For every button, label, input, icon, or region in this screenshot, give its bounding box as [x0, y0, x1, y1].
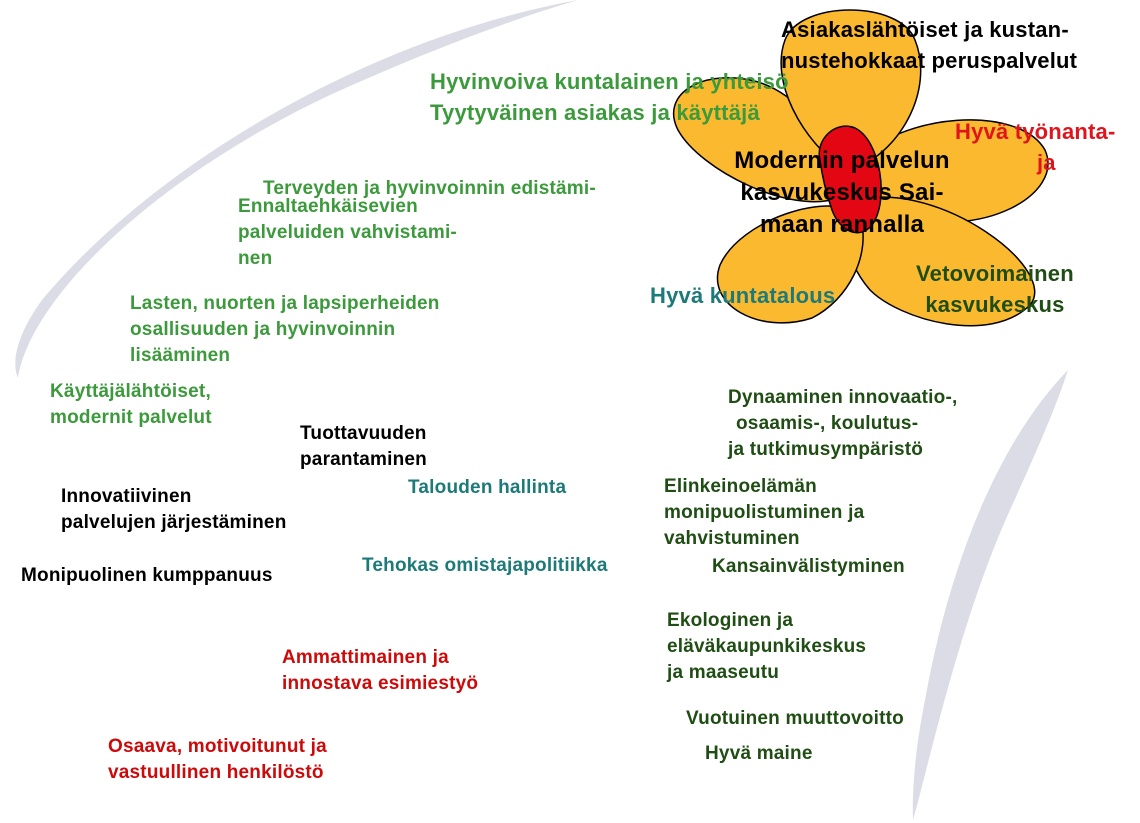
bottom-right-petal-line-1: Vetovoimainen — [916, 261, 1074, 286]
left-petal-text: Hyvä kuntatalous — [650, 283, 836, 308]
goal-line: Dynaaminen innovaatio-, — [728, 387, 958, 408]
goal-financial-management: Talouden hallinta — [408, 477, 567, 498]
bottom-right-petal-text: Vetovoimainen kasvukeskus — [916, 258, 1074, 320]
goal-line: Ekologinen ja — [667, 610, 794, 631]
right-petal-text: Hyvä työnanta- ja — [955, 116, 1116, 178]
right-petal-line-1: Hyvä työnanta- — [955, 119, 1116, 144]
goal-line: Vuotuinen muuttovoitto — [686, 708, 904, 729]
goal-health-promotion: Terveyden ja hyvinvoinnin edistämi- — [263, 176, 596, 202]
center-title-line-1: Modernin palvelun — [734, 147, 950, 174]
flower-center-title: Modernin palvelun kasvukeskus Sai- maan … — [712, 145, 972, 241]
goal-line: vastuullinen henkilöstö — [108, 762, 324, 783]
goal-line: osallisuuden ja hyvinvoinnin — [130, 319, 396, 340]
goal-internationalisation: Kansainvälistyminen — [712, 554, 905, 580]
goal-line: Kansainvälistyminen — [712, 556, 905, 577]
customer-goals-heading: Hyvinvoiva kuntalainen ja yhteisö Tyytyv… — [430, 66, 789, 128]
goal-line: palvelujen järjestäminen — [61, 512, 287, 533]
goal-line: eläväkaupunkikeskus — [667, 636, 867, 657]
goal-migration-gain: Vuotuinen muuttovoitto — [686, 706, 904, 732]
goal-leadership: Ammattimainen ja innostava esimiestyö — [282, 645, 478, 697]
goal-line: Innovatiivinen — [61, 486, 192, 507]
goal-line: ja tutkimusympäristö — [728, 439, 924, 460]
goal-line: Monipuolinen kumppanuus — [21, 565, 273, 586]
goal-line: modernit palvelut — [50, 407, 212, 428]
goal-line: Ammattimainen ja — [282, 647, 449, 668]
goal-business-diversification: Elinkeinoelämän monipuolistuminen ja vah… — [664, 474, 864, 552]
top-petal-line-2: nustehokkaat peruspalvelut — [781, 48, 1078, 73]
goal-line: Elinkeinoelämän — [664, 476, 817, 497]
goal-line: Ennaltaehkäisevien — [238, 196, 418, 217]
goal-line: lisääminen — [130, 345, 231, 366]
center-title-line-2: kasvukeskus Sai- — [740, 179, 944, 206]
flower-center — [818, 125, 882, 234]
customer-heading-line-1: Hyvinvoiva kuntalainen ja yhteisö — [430, 69, 789, 94]
goal-good-reputation: Hyvä maine — [705, 741, 813, 767]
goal-user-oriented-services: Käyttäjälähtöiset, modernit palvelut — [50, 379, 212, 431]
goal-line: Käyttäjälähtöiset, — [50, 381, 211, 402]
goal-line: ja maaseutu — [667, 662, 780, 683]
goal-line: Hyvä maine — [705, 743, 813, 764]
goal-innovation-environment: Dynaaminen innovaatio-, osaamis-, koulut… — [728, 385, 957, 463]
bottom-right-petal-line-2: kasvukeskus — [925, 292, 1065, 317]
goal-preventive-services: Ennaltaehkäisevien palveluiden vahvistam… — [238, 194, 457, 272]
petal-top — [780, 9, 922, 173]
top-petal-text: Asiakaslähtöiset ja kustan- nustehokkaat… — [781, 14, 1077, 76]
goal-line: Osaava, motivoitunut ja — [108, 736, 327, 757]
goal-line: Tuottavuuden — [300, 423, 427, 444]
goal-ownership-policy: Tehokas omistajapolitiikka — [362, 555, 608, 576]
goal-line: nen — [238, 248, 273, 269]
goal-line: osaamis-, koulutus- — [736, 413, 919, 434]
customer-heading-line-2: Tyytyväinen asiakas ja käyttäjä — [430, 100, 760, 125]
top-petal-line-1: Asiakaslähtöiset ja kustan- — [781, 17, 1069, 42]
petal-bottom-left — [716, 205, 864, 324]
goal-line: palveluiden vahvistami- — [238, 222, 457, 243]
goal-ecological-city: Ekologinen ja eläväkaupunkikeskus ja maa… — [667, 608, 866, 686]
goal-line: Terveyden ja hyvinvoinnin edistämi- — [263, 178, 596, 199]
center-title-line-3: maan rannalla — [759, 211, 924, 238]
goal-line: innostava esimiestyö — [282, 673, 479, 694]
goal-competent-staff: Osaava, motivoitunut ja vastuullinen hen… — [108, 734, 327, 786]
goal-line: parantaminen — [300, 449, 427, 470]
goal-line: Lasten, nuorten ja lapsiperheiden — [130, 293, 440, 314]
right-petal-line-2: ja — [1037, 150, 1056, 175]
goal-productivity: Tuottavuuden parantaminen — [300, 421, 427, 473]
goal-innovative-organisation: Innovatiivinen palvelujen järjestäminen — [61, 484, 287, 536]
goal-line: monipuolistuminen ja — [664, 502, 865, 523]
goal-children-families: Lasten, nuorten ja lapsiperheiden osalli… — [130, 291, 440, 369]
goal-partnership: Monipuolinen kumppanuus — [21, 563, 273, 589]
goal-line: vahvistuminen — [664, 528, 800, 549]
